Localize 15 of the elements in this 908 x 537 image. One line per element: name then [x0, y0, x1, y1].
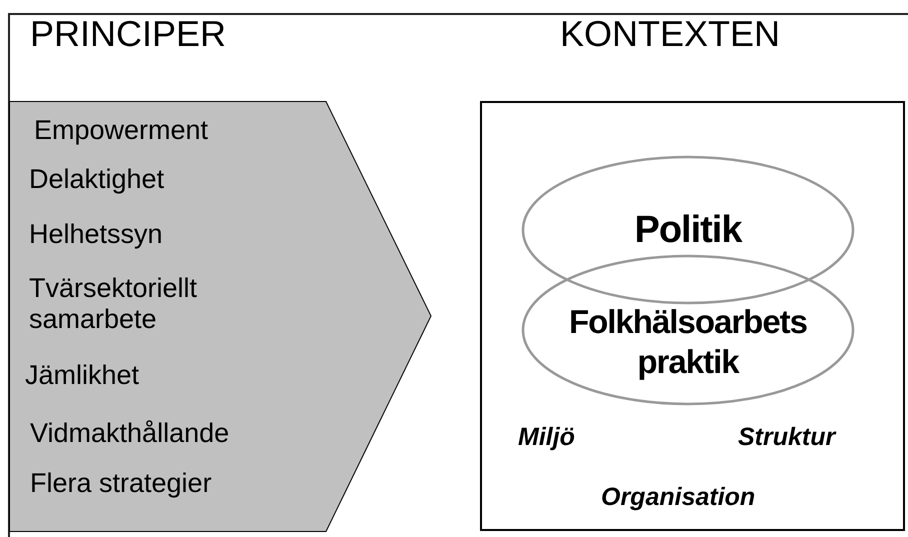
context-label: Struktur	[738, 425, 836, 450]
principle-text: Helhetssyn	[29, 219, 164, 250]
principle-text: Flera strategier	[30, 468, 213, 499]
context-label: Organisation	[601, 485, 756, 510]
principle-text: Delaktighet	[29, 164, 166, 195]
principle-text: Jämlikhet	[25, 360, 140, 391]
section-heading: PRINCIPER	[30, 16, 226, 52]
ellipse-label: Folkhälsoarbets praktik	[568, 302, 808, 382]
principle-text: Vidmakthållande	[30, 418, 230, 449]
ellipse-label: Politik	[634, 209, 742, 251]
context-label: Miljö	[518, 425, 575, 450]
principle-text: Tvärsektoriellt samarbete	[29, 273, 198, 335]
principle-text: Empowerment	[34, 115, 210, 146]
section-heading: KONTEXTEN	[560, 16, 780, 52]
context-box	[480, 101, 905, 531]
